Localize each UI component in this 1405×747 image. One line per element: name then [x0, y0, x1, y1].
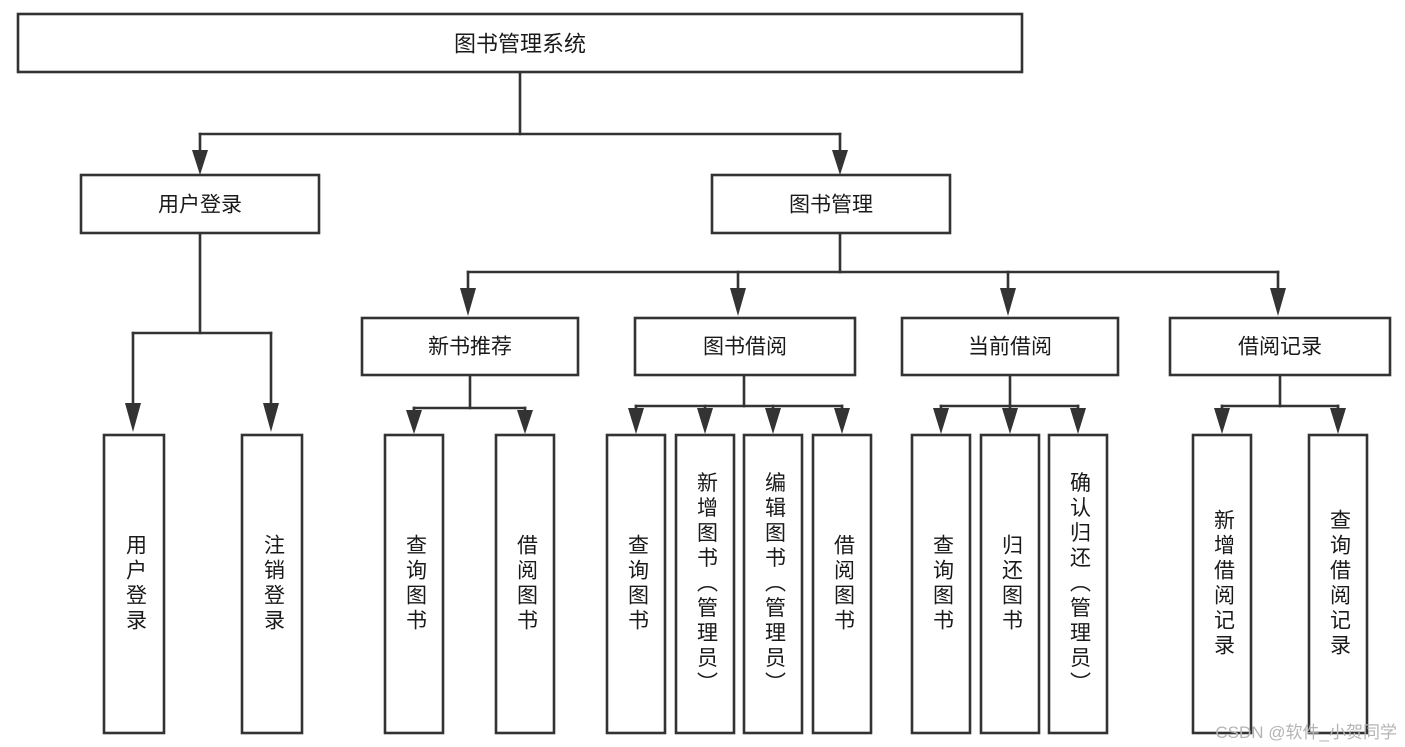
- arrow-head-icon: [1002, 408, 1018, 434]
- node-leaf-label: 注销登录: [261, 534, 285, 634]
- node-leaf-label: 用户登录: [123, 534, 147, 634]
- connector-book-borrow-to-leaves: [628, 373, 850, 434]
- node-user-login-box[interactable]: [79, 173, 321, 235]
- connector-root-to-level2: [192, 70, 848, 175]
- node-leaf-label: 编辑图书（管理员）: [762, 472, 786, 697]
- node-leaf-label: 确认归还（管理员）: [1067, 472, 1091, 697]
- connector-borrow-record-to-leaves: [1214, 373, 1346, 434]
- node-leaf-label: 归还图书: [999, 534, 1023, 634]
- node-leaf-add-book-admin[interactable]: 新增图书（管理员）: [674, 433, 736, 735]
- node-leaf-user-login[interactable]: 用户登录: [102, 433, 166, 735]
- node-leaf-label: 查询借阅记录: [1327, 509, 1351, 659]
- node-leaf-edit-book-admin[interactable]: 编辑图书（管理员）: [742, 433, 804, 735]
- node-leaf-query-book-current[interactable]: 查询图书: [910, 433, 972, 735]
- node-current-borrow[interactable]: 当前借阅: [900, 316, 1120, 377]
- node-leaf-add-borrow-record[interactable]: 新增借阅记录: [1191, 433, 1253, 735]
- node-user-login[interactable]: 用户登录: [79, 173, 321, 235]
- arrow-head-icon: [460, 288, 476, 316]
- node-leaf-box[interactable]: [1047, 433, 1109, 735]
- arrow-head-icon: [834, 408, 850, 434]
- node-leaf-borrow-book-recommend[interactable]: 借阅图书: [494, 433, 556, 735]
- node-current-borrow-box[interactable]: [900, 316, 1120, 377]
- arrow-head-icon: [125, 403, 141, 432]
- arrow-head-icon: [192, 150, 208, 175]
- node-leaf-query-book-recommend[interactable]: 查询图书: [383, 433, 445, 735]
- node-leaf-query-borrow-record[interactable]: 查询借阅记录: [1307, 433, 1369, 735]
- connector-user-login-to-leaves: [125, 231, 279, 432]
- connector-new-book-to-leaves: [406, 373, 533, 434]
- node-leaf-box[interactable]: [102, 433, 166, 735]
- arrow-head-icon: [1000, 288, 1016, 316]
- arrow-head-icon: [1214, 408, 1230, 434]
- node-root-label: 图书管理系统: [454, 32, 586, 57]
- arrow-head-icon: [730, 288, 746, 316]
- arrow-head-icon: [765, 408, 781, 434]
- node-new-book-recommend-box[interactable]: [360, 316, 580, 377]
- node-leaf-confirm-return-admin[interactable]: 确认归还（管理员）: [1047, 433, 1109, 735]
- node-root-box[interactable]: [16, 12, 1024, 74]
- node-leaf-box[interactable]: [1307, 433, 1369, 735]
- arrow-head-icon: [1070, 408, 1086, 434]
- node-user-login-label: 用户登录: [158, 194, 242, 217]
- node-book-borrow[interactable]: 图书借阅: [633, 316, 857, 377]
- node-new-book-recommend-label: 新书推荐: [428, 336, 512, 359]
- node-leaf-label: 查询图书: [625, 534, 649, 634]
- node-borrow-record-box[interactable]: [1168, 316, 1392, 377]
- arrow-head-icon: [406, 410, 422, 434]
- node-root[interactable]: 图书管理系统: [16, 12, 1024, 74]
- node-leaf-box[interactable]: [1191, 433, 1253, 735]
- node-leaf-label: 查询图书: [403, 534, 427, 634]
- node-new-book-recommend[interactable]: 新书推荐: [360, 316, 580, 377]
- node-leaf-box[interactable]: [494, 433, 556, 735]
- node-leaf-label: 新增借阅记录: [1211, 509, 1235, 659]
- arrow-head-icon: [697, 408, 713, 434]
- arrow-head-icon: [1270, 288, 1286, 316]
- node-book-borrow-box[interactable]: [633, 316, 857, 377]
- node-borrow-record[interactable]: 借阅记录: [1168, 316, 1392, 377]
- arrow-head-icon: [628, 408, 644, 434]
- node-leaf-query-book-borrow[interactable]: 查询图书: [605, 433, 667, 735]
- node-leaf-box[interactable]: [674, 433, 736, 735]
- node-current-borrow-label: 当前借阅: [968, 336, 1052, 359]
- node-leaf-box[interactable]: [979, 433, 1041, 735]
- arrow-head-icon: [832, 150, 848, 175]
- node-book-borrow-label: 图书借阅: [703, 336, 787, 359]
- arrow-head-icon: [263, 403, 279, 432]
- node-leaf-borrow-book[interactable]: 借阅图书: [811, 433, 873, 735]
- node-leaf-return-book[interactable]: 归还图书: [979, 433, 1041, 735]
- node-leaf-label: 借阅图书: [514, 534, 538, 634]
- node-leaf-box[interactable]: [605, 433, 667, 735]
- node-leaf-box[interactable]: [910, 433, 972, 735]
- arrow-head-icon: [933, 408, 949, 434]
- connector-current-borrow-to-leaves: [933, 373, 1086, 434]
- node-book-manage-label: 图书管理: [789, 194, 873, 217]
- node-leaf-box[interactable]: [811, 433, 873, 735]
- node-book-manage[interactable]: 图书管理: [710, 173, 952, 235]
- arrow-head-icon: [1330, 408, 1346, 434]
- node-leaf-box[interactable]: [742, 433, 804, 735]
- node-borrow-record-label: 借阅记录: [1238, 336, 1322, 359]
- node-leaf-label: 查询图书: [930, 534, 954, 634]
- node-leaf-label: 借阅图书: [831, 534, 855, 634]
- connector-book-manage-to-level3: [460, 231, 1286, 316]
- arrow-head-icon: [517, 410, 533, 434]
- node-leaf-label: 新增图书（管理员）: [694, 472, 718, 697]
- node-leaf-user-logout[interactable]: 注销登录: [240, 433, 304, 735]
- node-book-manage-box[interactable]: [710, 173, 952, 235]
- node-leaf-box[interactable]: [240, 433, 304, 735]
- node-leaf-box[interactable]: [383, 433, 445, 735]
